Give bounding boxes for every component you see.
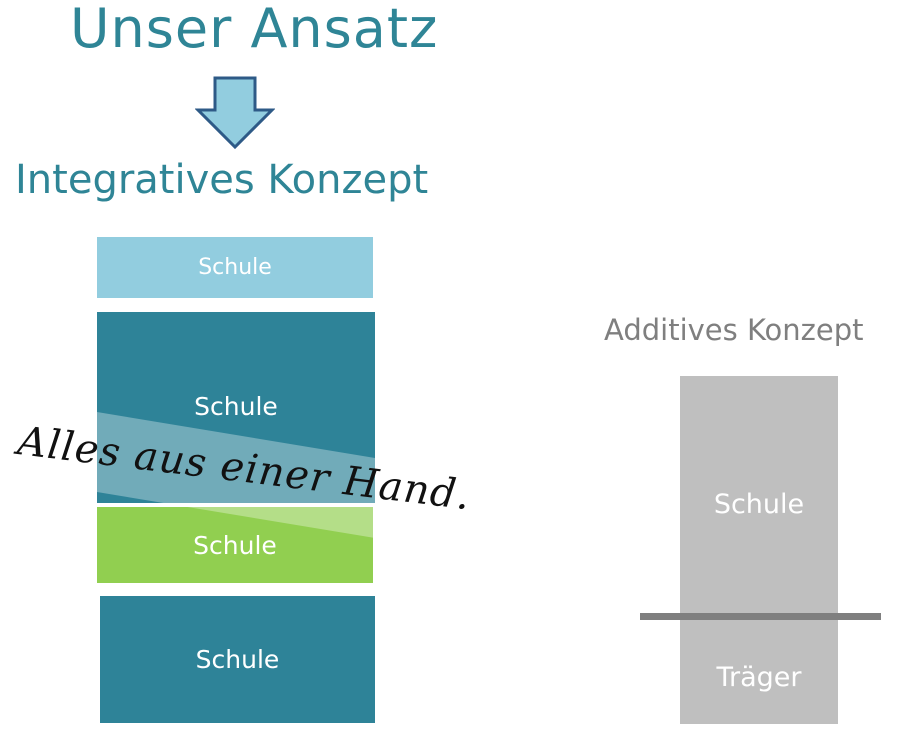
additive-schule-label: Schule [713,489,805,520]
additive-divider [640,613,881,620]
additive-concept-title: Additives Konzept [604,313,864,347]
arrow-down-icon [195,76,275,150]
schule-block-3-label: Schule [193,530,277,560]
page-title: Unser Ansatz [70,0,439,60]
schule-block-1: Schule [97,237,373,298]
integrative-concept-title: Integratives Konzept [15,157,429,203]
schule-block-2: Schule [97,312,375,503]
schule-block-1-label: Schule [198,255,272,280]
additive-traeger-label: Träger [716,662,802,693]
schule-block-3: Schule [97,507,373,583]
schule-block-4: Schule [100,596,375,723]
schule-block-4-label: Schule [195,645,280,674]
additive-block [680,376,838,724]
schule-block-2-label: Schule [194,392,278,421]
